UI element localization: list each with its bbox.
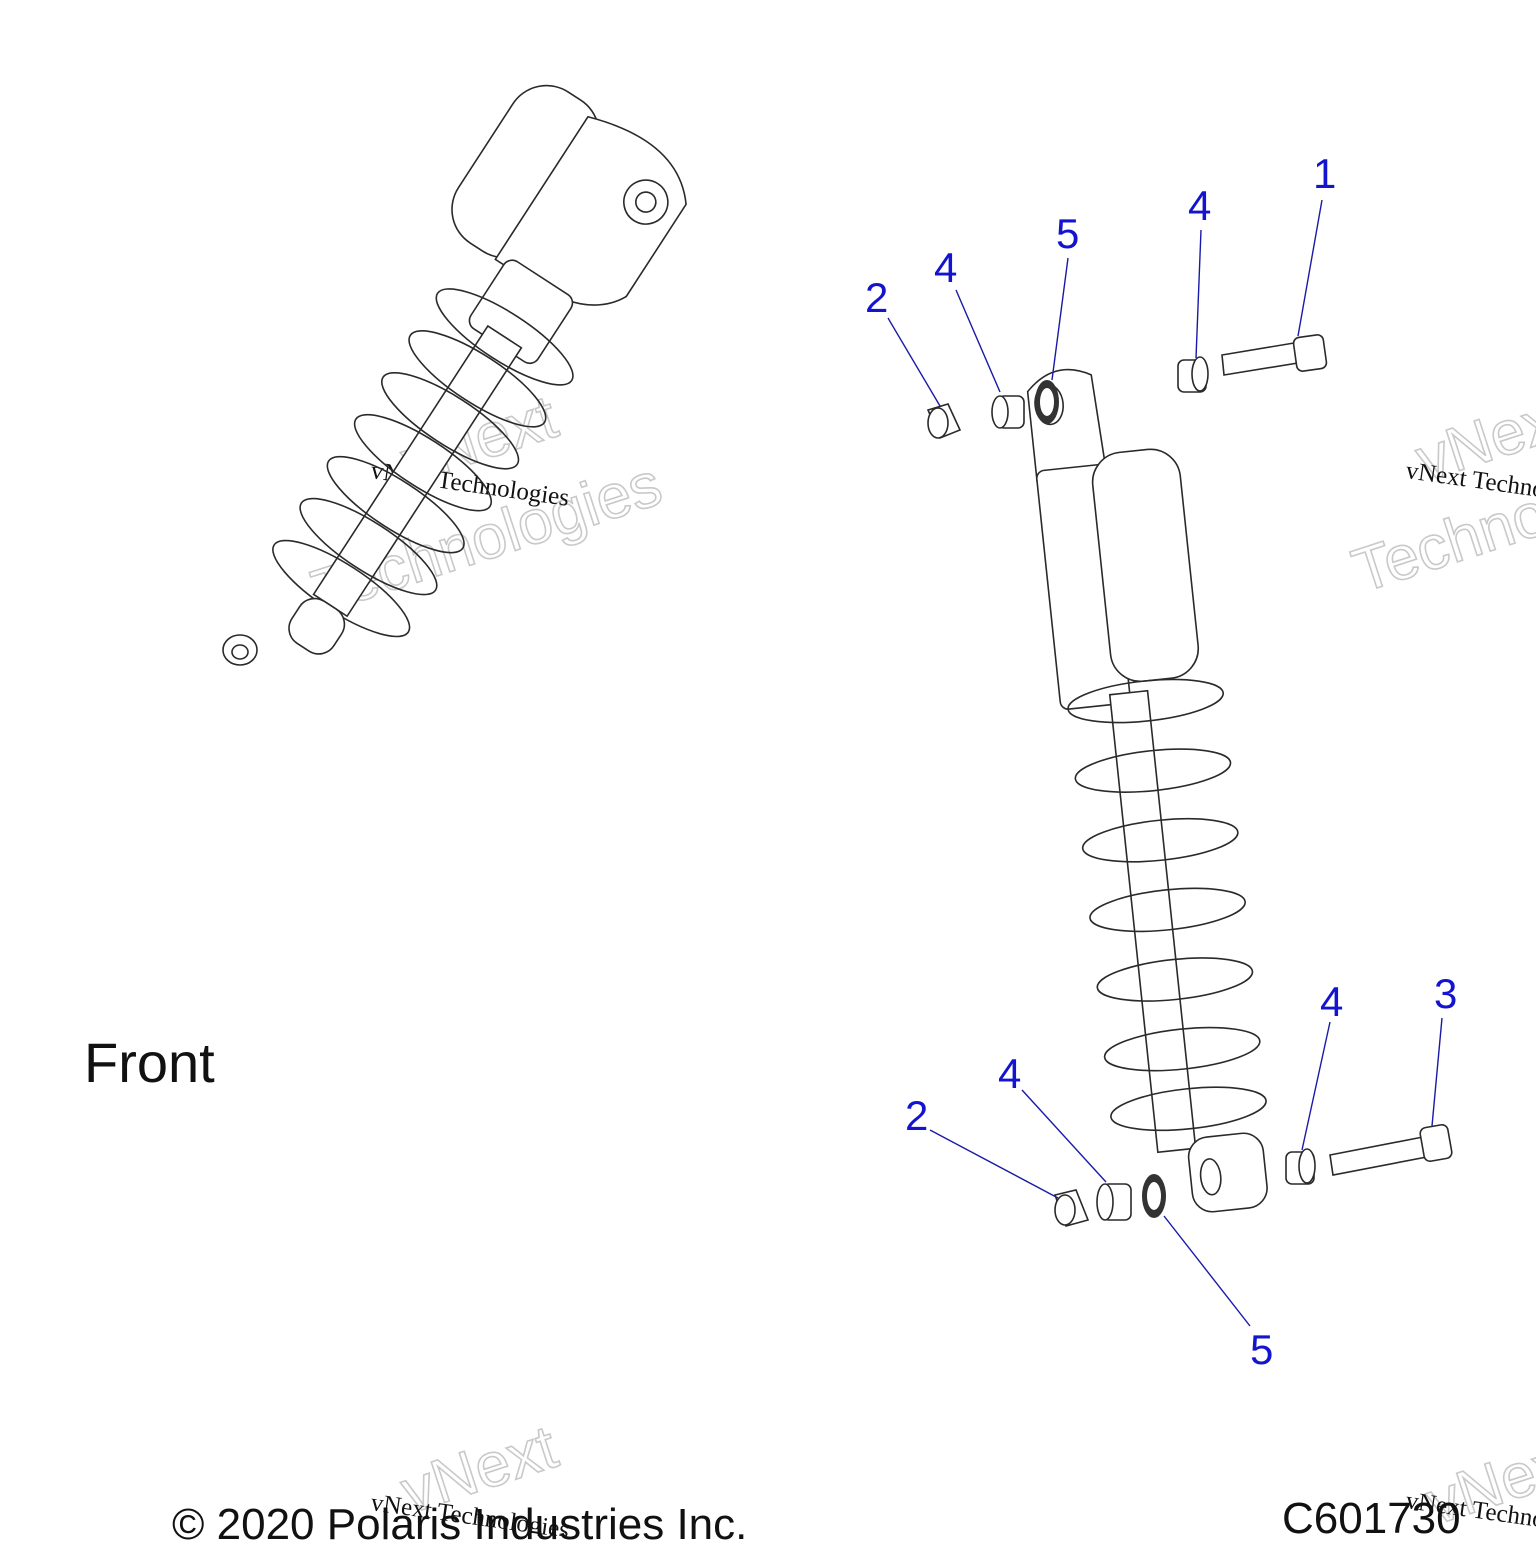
leader-lines: [887, 199, 1443, 1327]
seal-bottom: [1142, 1174, 1166, 1218]
main-shock-assembly: [1026, 368, 1268, 1213]
bolt-bottom: [1329, 1123, 1453, 1176]
callout-5-top: 5: [1056, 210, 1079, 257]
callout-2-bottom: 2: [905, 1092, 928, 1139]
bushing-bottom-left: [1053, 1189, 1090, 1227]
inset-shock-assembly: [222, 84, 687, 666]
callout-4-top-left: 4: [934, 244, 957, 291]
sleeve-bottom-left: [1096, 1183, 1132, 1221]
sleeve-top-left: [991, 395, 1025, 429]
main-shaft: [1108, 689, 1197, 1154]
main-spring: [1067, 678, 1267, 1132]
main-top-eye: [1026, 368, 1108, 483]
callout-4-bottom-left: 4: [998, 1050, 1021, 1097]
main-bottom-eye-hole: [1199, 1158, 1222, 1196]
inset-bottom-bushing: [222, 634, 258, 666]
bushing-top-left: [926, 403, 962, 440]
diagram-part-number: C601730: [1282, 1494, 1461, 1543]
sleeve-bottom-right: [1285, 1148, 1316, 1185]
callouts: 1 2 2 3 4 4 4 4 5 5: [865, 150, 1457, 1373]
callout-1: 1: [1313, 150, 1336, 197]
callout-4-top-right: 4: [1188, 182, 1211, 229]
copyright-notice: © 2020 Polaris Industries Inc.: [172, 1500, 748, 1549]
front-orientation-label: Front: [84, 1031, 215, 1094]
bolt-top: [1221, 334, 1328, 376]
inset-bottom-eye: [288, 597, 346, 655]
inset-top-bushing: [623, 179, 669, 225]
sleeve-top-right: [1177, 356, 1209, 393]
callout-4-bottom-right: 4: [1320, 978, 1343, 1025]
callout-5-bottom: 5: [1250, 1326, 1273, 1373]
hardware-top-row: [926, 334, 1328, 440]
hardware-bottom-row: [1053, 1123, 1453, 1227]
callout-2-top: 2: [865, 274, 888, 321]
callout-3: 3: [1434, 970, 1457, 1017]
watermark-group: vNext Technologies vNext Technologies vN…: [303, 380, 1536, 1536]
main-bottom-eye: [1187, 1132, 1268, 1213]
seal-top: [1035, 380, 1059, 424]
